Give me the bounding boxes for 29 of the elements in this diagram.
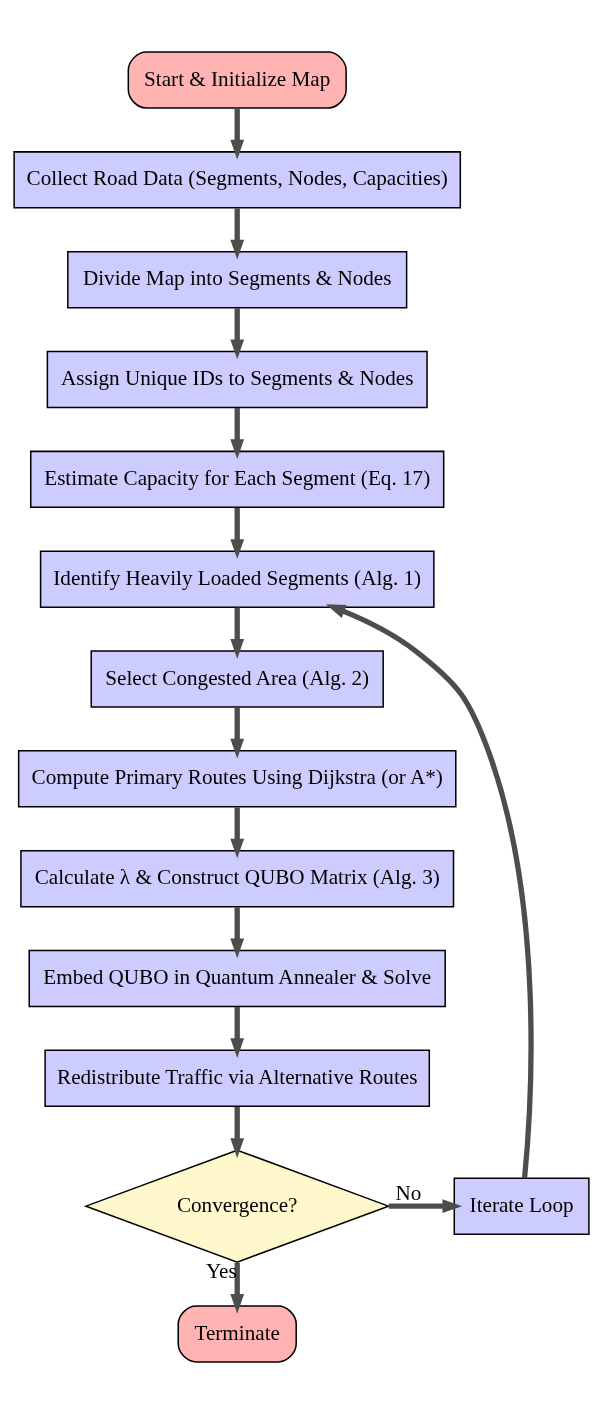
node-box: Embed QUBO in Quantum Annealer & Solve	[28, 949, 446, 1007]
edge-label: No	[395, 1180, 422, 1205]
arrow	[230, 507, 245, 559]
node-box: Collect Road Data (Segments, Nodes, Capacities)	[13, 150, 462, 209]
arrow	[230, 1106, 245, 1158]
node-box: Iterate Loop	[453, 1176, 590, 1235]
arrow	[230, 906, 245, 958]
node-box: Assign Unique IDs to Segments & Nodes	[46, 350, 428, 408]
arrow	[325, 603, 534, 1178]
node-box: Identify Heavily Loaded Segments (Alg. 1)	[39, 549, 435, 608]
node-box: Divide Map into Segments & Nodes	[67, 250, 408, 308]
arrow	[230, 407, 245, 459]
arrow	[230, 1006, 245, 1058]
node-box: Compute Primary Routes Using Dijkstra (or A*)	[17, 749, 457, 808]
arrow	[230, 806, 245, 858]
arrow	[230, 307, 245, 359]
arrow	[230, 207, 245, 259]
node-box: Calculate λ & Construct QUBO Matrix (Alg. 3)	[20, 849, 455, 907]
node-box: Terminate	[177, 1304, 297, 1363]
node-box: Start & Initialize Map	[127, 50, 347, 109]
arrow	[388, 1198, 463, 1213]
arrow	[230, 108, 245, 160]
node-box: Select Congested Area (Alg. 2)	[90, 649, 384, 708]
node-box: Estimate Capacity for Each Segment (Eq. 17)	[30, 450, 445, 508]
arrow	[230, 707, 245, 759]
arrow	[230, 607, 245, 659]
node-box: Redistribute Traffic via Alternative Routes	[44, 1049, 431, 1107]
node-diamond: Convergence?	[83, 1148, 391, 1263]
arrow	[230, 1262, 245, 1314]
